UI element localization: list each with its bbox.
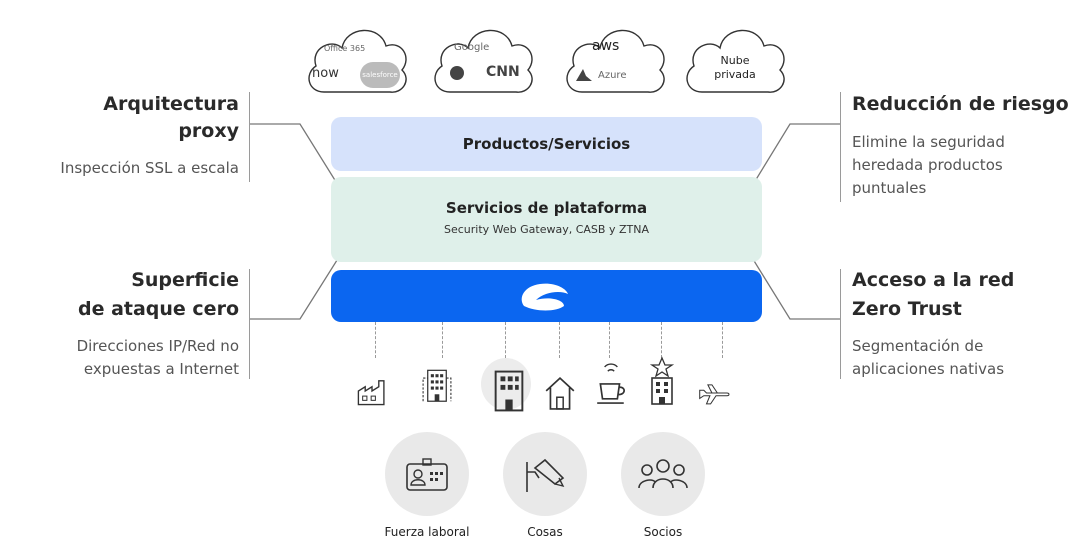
right-top-title: Reducción de riesgo (852, 93, 1069, 115)
things-label: Cosas (527, 525, 563, 539)
coffee-shop-icon (597, 363, 625, 404)
right-top-divider (840, 92, 841, 202)
partners-label: Socios (643, 525, 683, 539)
left-bottom-title-1: Superficie (131, 269, 239, 291)
drop-line (559, 322, 560, 358)
workforce-label: Fuerza laboral (384, 525, 470, 539)
products-label: Productos/Servicios (462, 135, 631, 153)
partners-circle (621, 432, 705, 516)
products-band: Productos/Servicios (331, 117, 762, 171)
drop-line (609, 322, 610, 358)
branch-office-icon (494, 370, 524, 412)
left-top-title-2: proxy (178, 120, 239, 142)
cloud-shape-icon (434, 29, 533, 93)
cnn-logo: CNN (486, 64, 520, 80)
right-top-subtitle-1: Elimine la seguridad (852, 133, 1005, 151)
left-top-subtitle: Inspección SSL a escala (60, 159, 239, 177)
drop-line (442, 322, 443, 358)
right-bottom-title-1: Acceso a la red (852, 269, 1015, 291)
left-bottom-subtitle-1: Direcciones IP/Red no (76, 337, 239, 355)
factory-icon (357, 380, 385, 406)
things-circle (503, 432, 587, 516)
drop-line (375, 322, 376, 358)
servicenow-logo: now (312, 66, 339, 81)
right-bottom-divider (840, 269, 841, 379)
private-cloud: Nube privada (680, 18, 790, 96)
cloud-shape-icon (686, 29, 785, 93)
private-cloud-label-1: Nube (720, 54, 750, 67)
drop-line (722, 322, 723, 358)
platform-subtitle: Security Web Gateway, CASB y ZTNA (444, 223, 649, 236)
right-bottom-subtitle-1: Segmentación de (852, 337, 984, 355)
aws-logo: aws (592, 38, 620, 54)
right-bottom-subtitle-2: aplicaciones nativas (852, 360, 1005, 378)
azure-icon (576, 69, 592, 81)
left-bottom-subtitle-2: expuestas a Internet (83, 360, 239, 378)
platform-title: Servicios de plataforma (445, 199, 648, 217)
salesforce-logo: salesforce (360, 62, 400, 88)
left-bottom-title-2: de ataque cero (77, 298, 239, 320)
workforce-circle (385, 432, 469, 516)
right-top-subtitle-2: heredada productos (852, 156, 1003, 174)
drop-line (661, 322, 662, 358)
saas-cloud-1: Office 365 now salesforce (302, 18, 412, 96)
hotel-icon (649, 356, 675, 405)
left-bottom-divider (249, 269, 250, 379)
left-top-divider (249, 92, 250, 182)
right-bottom-title-2: Zero Trust (852, 298, 962, 320)
iaas-cloud: aws Azure (560, 18, 670, 96)
people-group-icon (638, 459, 688, 489)
cloud-shape-icon (566, 29, 665, 93)
office-building-icon (422, 369, 452, 402)
saas-cloud-2: Google CNN (428, 18, 538, 96)
right-top-subtitle-3: puntuales (852, 179, 927, 197)
home-icon (545, 376, 575, 410)
office365-logo: Office 365 (324, 44, 366, 53)
left-top-title-1: Arquitectura (103, 93, 239, 115)
drop-line (505, 322, 506, 358)
github-icon (450, 66, 464, 80)
azure-logo: Azure (598, 70, 627, 81)
security-camera-icon (526, 458, 565, 492)
google-logo: Google (454, 42, 490, 53)
id-badge-icon (406, 458, 448, 491)
zscaler-logo-icon (521, 283, 568, 311)
core-band (331, 270, 762, 322)
platform-band: Servicios de plataforma Security Web Gat… (331, 177, 762, 262)
airplane-icon (699, 384, 730, 405)
private-cloud-label-2: privada (714, 68, 756, 81)
